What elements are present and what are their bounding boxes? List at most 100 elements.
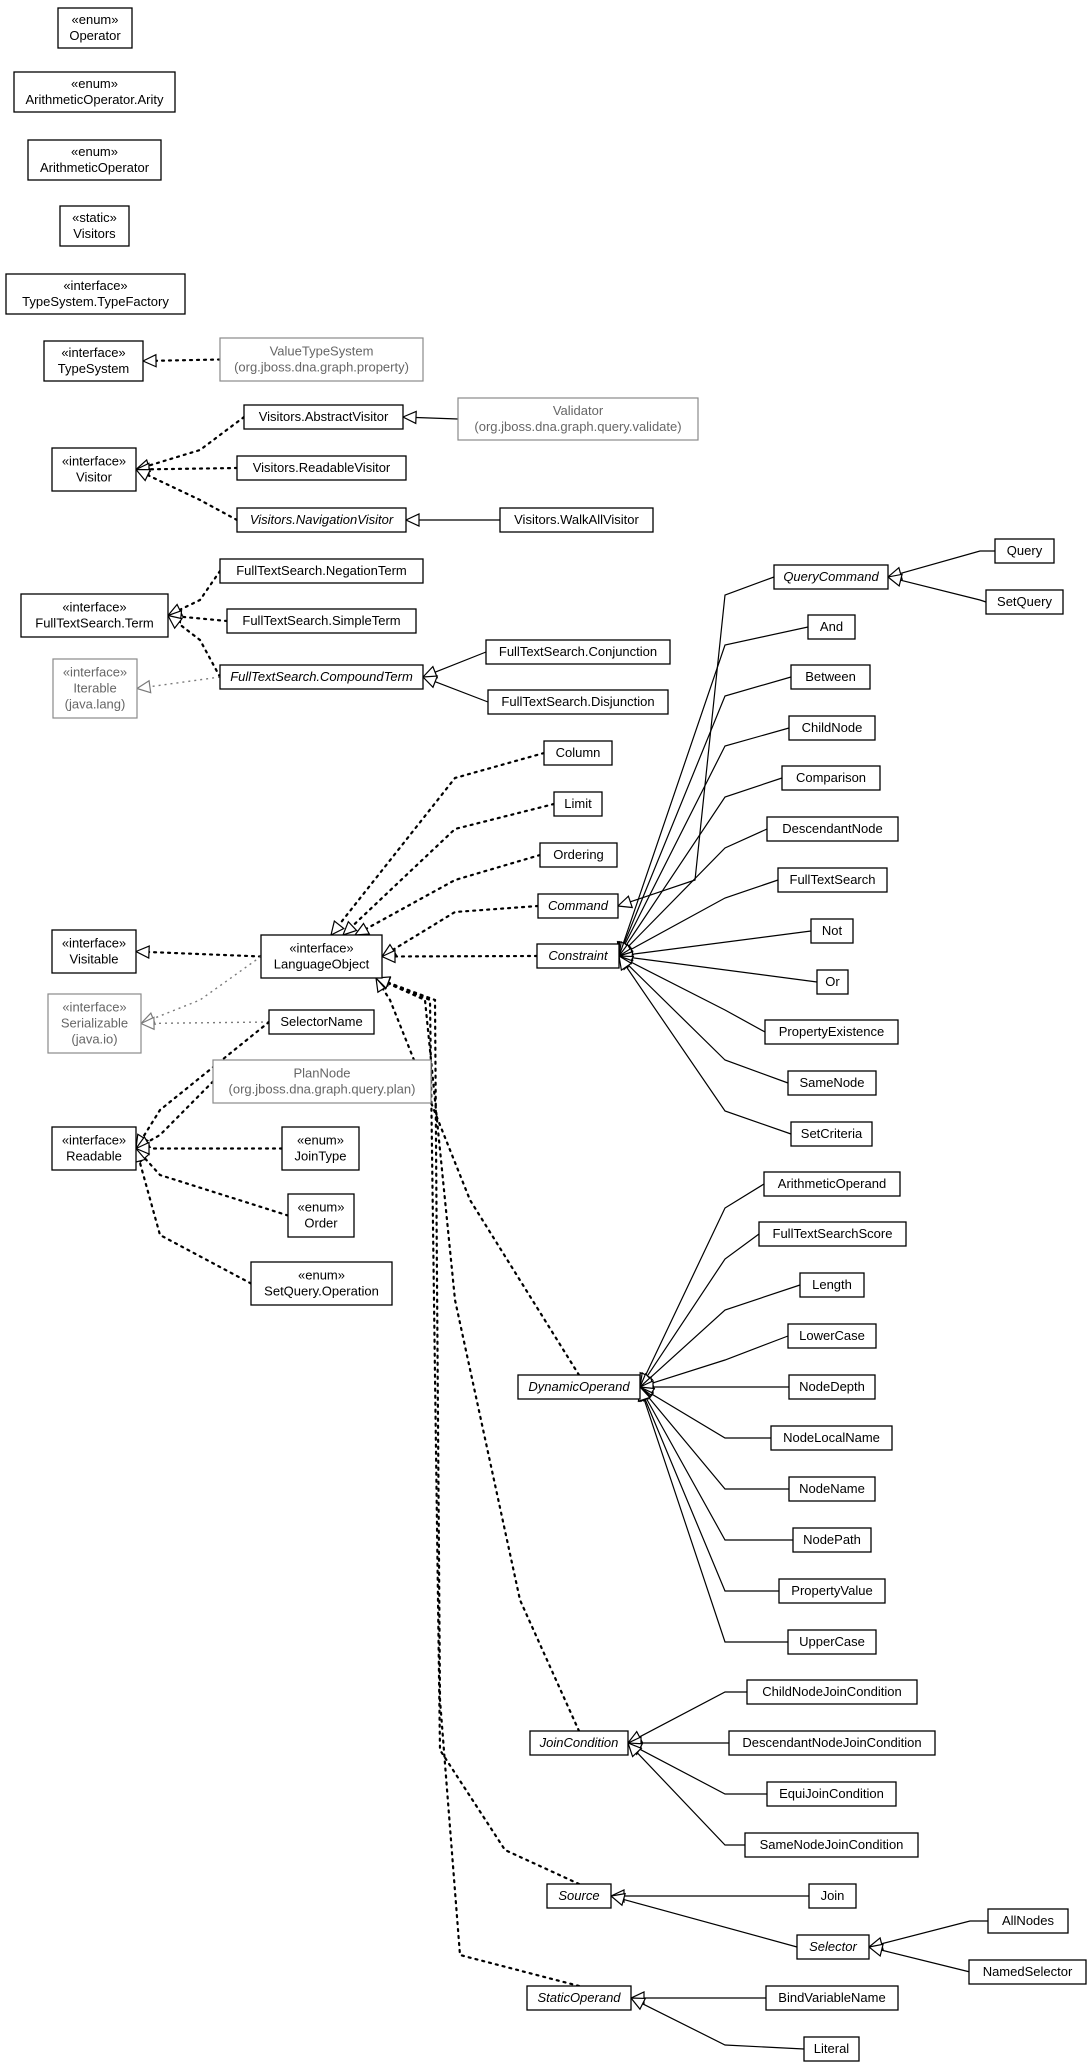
class-box-abstractvisitor: Visitors.AbstractVisitor (243, 404, 404, 430)
edge-abstractvisitor-to-visitor (147, 415, 246, 467)
class-box-border (987, 1908, 1069, 1934)
class-box-setqueryop: «enum»SetQuery.Operation (250, 1261, 393, 1306)
edge-between-to-constraint (623, 676, 792, 945)
class-name: Visitors.AbstractVisitor (259, 409, 389, 424)
class-name: NodeDepth (799, 1379, 865, 1394)
class-name: FullTextSearch.NegationTerm (236, 563, 407, 578)
arrowhead-compoundterm-to-iterable (135, 679, 152, 694)
stereotype-label: «enum» (72, 12, 119, 27)
edge-nodename-to-dynoperand (647, 1396, 789, 1490)
class-box-query: Query (994, 538, 1055, 564)
class-name: Visitors.NavigationVisitor (250, 512, 394, 527)
class-name: SameNodeJoinCondition (760, 1837, 904, 1852)
edge-navvisitor-to-visitor (146, 473, 239, 522)
class-box-descendantnode: DescendantNode (766, 816, 899, 842)
class-box-querycommand: QueryCommand (773, 564, 889, 590)
arrowhead-constraint-to-languageobject (380, 949, 396, 964)
arrowhead-languageobject-to-visitable (134, 945, 150, 959)
class-box-navvisitor: Visitors.NavigationVisitor (236, 507, 407, 533)
class-box-border (553, 791, 603, 817)
package-label: (org.jboss.dna.graph.query.plan) (229, 1082, 416, 1097)
edge-command-to-languageobject (392, 904, 540, 951)
class-name: SetCriteria (801, 1126, 863, 1141)
edge-dynoperand-to-languageobject (381, 987, 581, 1377)
class-name: ArithmeticOperator.Arity (26, 92, 164, 107)
class-name: Order (304, 1216, 338, 1231)
class-box-join: Join (808, 1883, 857, 1909)
edge-uppercase-to-dynoperand (643, 1399, 788, 1643)
edge-conjunction-to-compoundterm (434, 651, 487, 673)
class-box-validator: Validator(org.jboss.dna.graph.query.vali… (457, 397, 699, 441)
stereotype-label: «interface» (62, 1133, 126, 1148)
class-name: Source (558, 1888, 599, 1903)
class-name: Between (805, 669, 856, 684)
stereotype-label: «enum» (298, 1200, 345, 1215)
class-box-command: Command (537, 893, 619, 919)
class-box-border (52, 658, 138, 719)
class-box-border (546, 1883, 612, 1909)
edge-childnodejoin-to-joincondition (639, 1691, 747, 1738)
class-name: FullTextSearch (790, 872, 876, 887)
class-box-namedselector: NamedSelector (968, 1959, 1087, 1985)
class-box-border (994, 538, 1055, 564)
class-box-border (51, 1126, 137, 1171)
class-box-border (788, 1374, 876, 1400)
class-box-jointype: «enum»JoinType (281, 1126, 360, 1171)
class-box-border (47, 993, 142, 1054)
edge-comparison-to-constraint (625, 777, 783, 946)
edge-compoundterm-to-fttterm (177, 622, 222, 679)
class-name: JoinCondition (539, 1735, 619, 1750)
arrowhead-selectorname-to-serializable (139, 1016, 155, 1031)
class-name: Query (1007, 543, 1043, 558)
edge-not-to-constraint (631, 930, 812, 955)
class-box-walkall: Visitors.WalkAllVisitor (499, 507, 654, 533)
class-box-plannode: PlanNode(org.jboss.dna.graph.query.plan) (212, 1059, 432, 1104)
class-box-border (790, 664, 871, 690)
arrowhead-staticoperand-to-languageobject (374, 976, 392, 990)
class-box-border (27, 139, 162, 181)
class-box-border (765, 1985, 899, 2011)
edge-order-to-readable (143, 1157, 290, 1217)
class-box-negterm: FullTextSearch.NegationTerm (219, 558, 424, 584)
class-name: ArithmeticOperator (40, 160, 150, 175)
class-box-border (766, 1781, 897, 1807)
edge-joincondition-to-languageobject (386, 982, 581, 1733)
arrowhead-ordering-to-languageobject (353, 922, 371, 936)
class-name: ValueTypeSystem (270, 344, 374, 359)
class-name: LanguageObject (274, 957, 370, 972)
class-box-border (763, 1171, 901, 1197)
class-box-joincondition: JoinCondition (529, 1730, 629, 1756)
class-name: Limit (564, 796, 592, 811)
class-box-valuetypesystem: ValueTypeSystem(org.jboss.dna.graph.prop… (219, 337, 424, 382)
class-box-border (816, 969, 849, 995)
class-box-readable: «interface»Readable (51, 1126, 137, 1171)
arrowhead-column-to-languageobject (330, 920, 345, 937)
class-box-border (51, 929, 137, 974)
edge-ftsscore-to-dynoperand (646, 1233, 760, 1377)
class-name: Join (821, 1888, 845, 1903)
class-box-border (243, 404, 404, 430)
stereotype-label: «interface» (63, 665, 127, 680)
class-box-border (766, 816, 899, 842)
class-name: Selector (809, 1939, 857, 1954)
class-box-border (287, 1193, 355, 1238)
class-box-border (268, 1009, 375, 1035)
stereotype-label: «enum» (298, 1268, 345, 1283)
class-box-literal: Literal (803, 2036, 860, 2062)
class-box-constraint: Constraint (536, 943, 620, 969)
class-name: Operator (69, 28, 121, 43)
edge-nodelocalname-to-dynoperand (650, 1393, 771, 1439)
stereotype-label: «interface» (62, 600, 126, 615)
edge-samenode-to-constraint (627, 964, 789, 1084)
class-box-samenodejoin: SameNodeJoinCondition (744, 1832, 919, 1858)
stereotype-label: «interface» (63, 278, 127, 293)
stereotype-label: «enum» (297, 1133, 344, 1148)
class-name: Or (825, 974, 840, 989)
class-box-border (746, 1679, 918, 1705)
class-box-border (796, 1934, 870, 1960)
stereotype-label: «enum» (71, 144, 118, 159)
class-box-border (758, 1221, 907, 1247)
edge-simpleterm-to-fttterm (179, 615, 229, 623)
class-box-typefactory: «interface»TypeSystem.TypeFactory (5, 273, 186, 315)
edge-negterm-to-fttterm (178, 569, 222, 611)
